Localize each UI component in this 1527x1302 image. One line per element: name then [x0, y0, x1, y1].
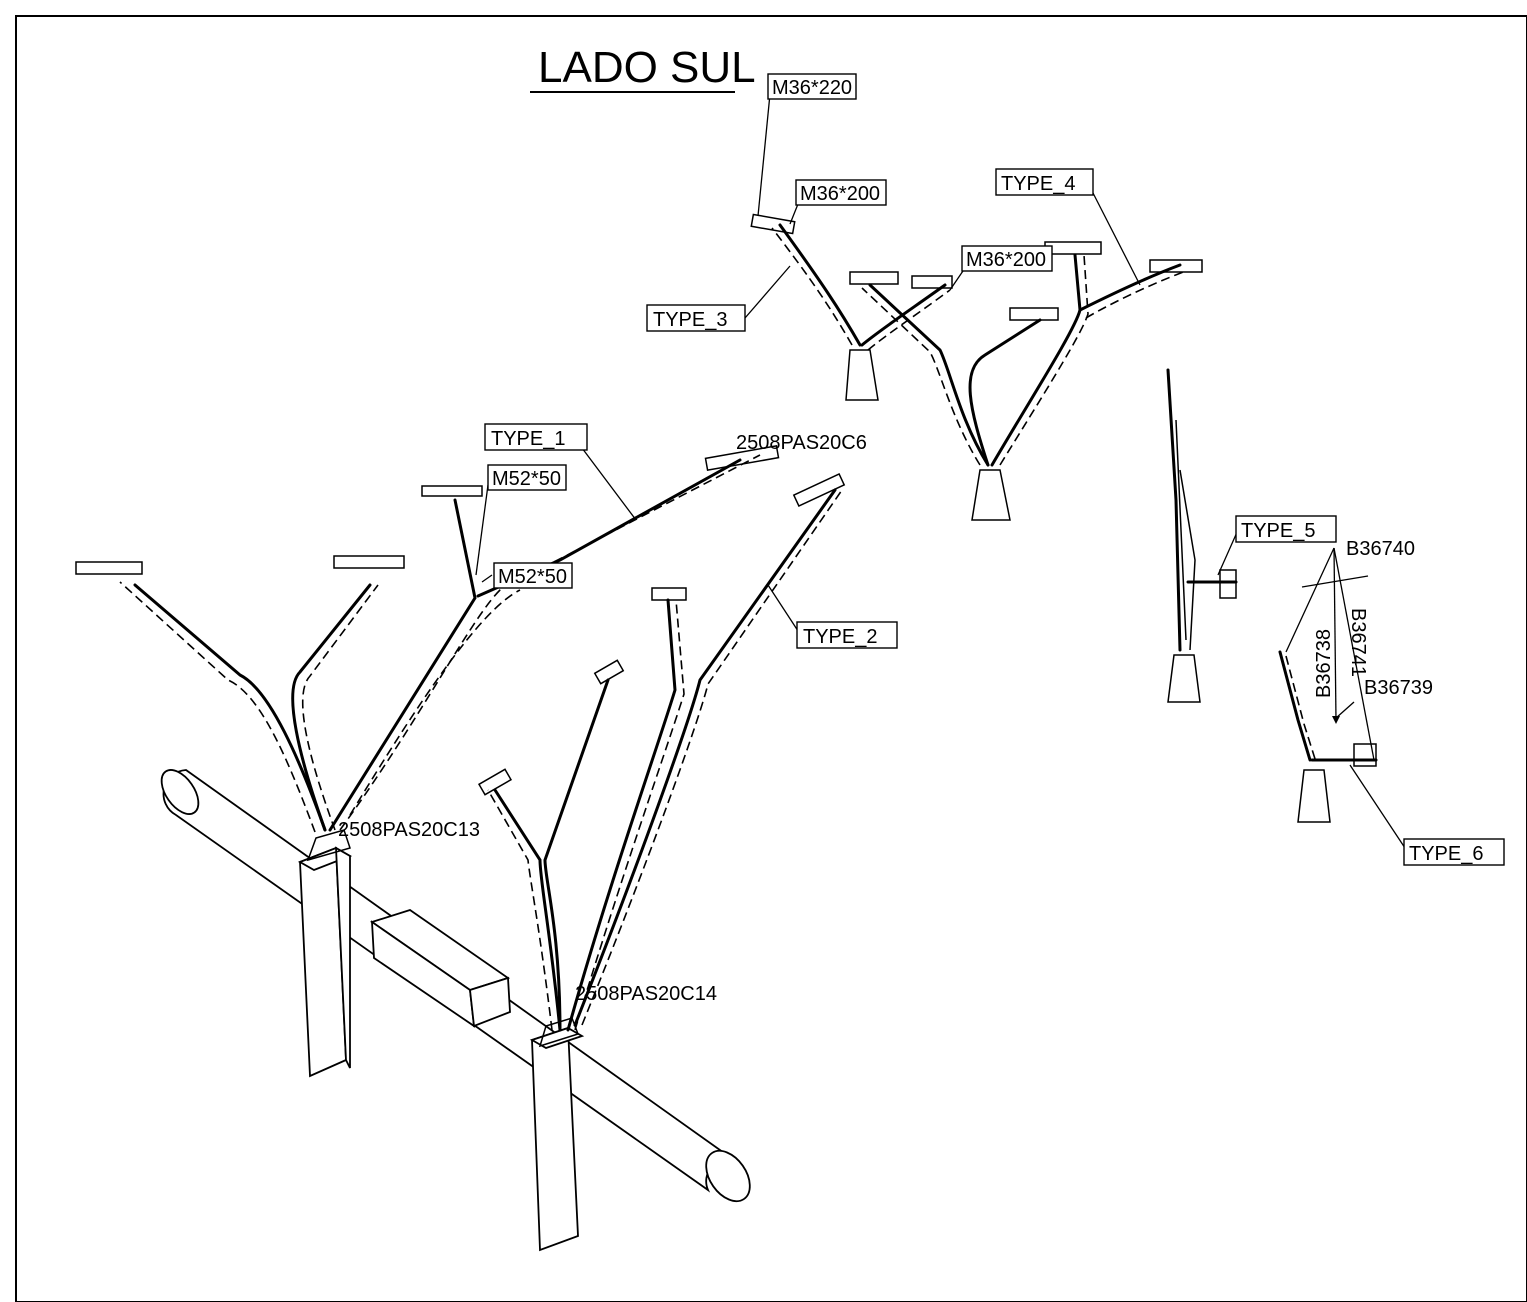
leader-type5 — [1217, 529, 1239, 576]
type2-base — [538, 1017, 579, 1048]
svg-text:TYPE_1: TYPE_1 — [491, 428, 565, 450]
type2-flange-1 — [477, 768, 513, 796]
leader-m36-220 — [757, 93, 771, 217]
leader-type6 — [1349, 764, 1408, 852]
type2-flange-3 — [651, 587, 687, 601]
type1-flange-1 — [75, 561, 143, 575]
label-m52-50-a: M52*50 — [487, 464, 567, 491]
type5-base — [1167, 654, 1201, 703]
type1-right-arm — [291, 583, 372, 832]
label-type6: TYPE_6 — [1403, 838, 1505, 866]
type2-flange-2 — [593, 659, 625, 685]
type1-base — [306, 829, 351, 862]
type4-flange-3 — [1044, 241, 1102, 255]
leader-m36-200-a — [789, 203, 799, 225]
svg-text:M52*50: M52*50 — [492, 468, 561, 490]
leader-b36739 — [1335, 701, 1355, 719]
type3-left-arm — [778, 223, 862, 347]
leader-b36740-a — [1285, 547, 1335, 653]
leader-lines — [475, 93, 1408, 852]
support-type-6 — [1278, 650, 1378, 823]
type3-flange-2 — [911, 275, 953, 289]
tag-b36741: B36741 — [1347, 608, 1369, 677]
pedestal-1-side — [335, 846, 351, 1069]
type2-left-arm — [493, 788, 562, 1032]
type1-flange-2 — [333, 555, 405, 569]
type3-right-arm — [860, 283, 947, 347]
svg-text:M36*200: M36*200 — [800, 183, 880, 205]
pipe-end-right — [705, 1149, 751, 1203]
support-type-3 — [750, 213, 953, 401]
type6-arm — [1278, 650, 1312, 762]
tag-2508pas20c6: 2508PAS20C6 — [736, 432, 867, 454]
type4-mid-arm — [990, 253, 1082, 467]
type4-right-arm — [1078, 263, 1182, 312]
leader-type1 — [581, 447, 637, 521]
type2-flange-4 — [792, 473, 846, 507]
support-type-2 — [477, 473, 846, 1048]
type2-mid-arm — [566, 598, 677, 1032]
label-type2: TYPE_2 — [796, 621, 898, 649]
support-type-5 — [1166, 368, 1238, 703]
leader-b36738 — [1333, 547, 1337, 721]
leader-m52-a — [475, 484, 489, 576]
tag-2508pas20c13: 2508PAS20C13 — [338, 819, 480, 841]
svg-text:M36*220: M36*220 — [772, 77, 852, 99]
label-m36-200-b: M36*200 — [961, 245, 1053, 272]
label-type3: TYPE_3 — [646, 304, 746, 332]
pipe-end-left — [160, 769, 200, 815]
label-type5: TYPE_5 — [1235, 515, 1337, 543]
tag-b36738: B36738 — [1313, 629, 1335, 698]
type4-flange-4 — [1149, 259, 1203, 273]
leader-type2 — [767, 584, 801, 635]
type3-base — [845, 349, 879, 401]
svg-text:M36*200: M36*200 — [966, 249, 1046, 271]
type4-base — [971, 469, 1011, 521]
svg-text:TYPE_6: TYPE_6 — [1409, 843, 1483, 865]
label-m36-220: M36*220 — [767, 73, 857, 100]
pipe-assembly — [160, 769, 751, 1252]
type4-left-arm — [868, 283, 990, 467]
label-m52-50-b: M52*50 — [493, 562, 573, 589]
type4-flange-2 — [1009, 307, 1059, 321]
type5-flange — [1219, 569, 1237, 599]
leader-b36740-cross — [1301, 575, 1369, 588]
svg-text:TYPE_2: TYPE_2 — [803, 626, 877, 648]
type5-column — [1166, 368, 1182, 652]
svg-text:TYPE_3: TYPE_3 — [653, 309, 727, 331]
type6-base — [1297, 769, 1331, 823]
tag-2508pas20c14: 2508PAS20C14 — [575, 983, 717, 1005]
page-title: LADO SUL — [538, 43, 756, 92]
pipe-box-side — [469, 976, 511, 1028]
leader-m52-b — [481, 574, 493, 583]
type2-long-arm — [573, 488, 837, 1027]
svg-text:M52*50: M52*50 — [498, 566, 567, 588]
type1-diagonal — [328, 498, 477, 832]
tag-b36740: B36740 — [1346, 538, 1415, 560]
leader-b36741 — [1333, 547, 1375, 761]
label-m36-200-a: M36*200 — [795, 179, 887, 206]
sheet-border — [15, 15, 1527, 1302]
type4-flange-1 — [849, 271, 899, 285]
tag-b36739: B36739 — [1364, 677, 1433, 699]
support-type-4 — [849, 241, 1203, 521]
arrowhead-b36738 — [1332, 716, 1340, 724]
title-block: LADO SUL — [530, 43, 756, 93]
label-type4: TYPE_4 — [995, 168, 1094, 196]
type1-flange-3 — [421, 485, 483, 497]
type1-flange-4 — [704, 444, 780, 472]
type3-flange-1 — [750, 213, 796, 235]
svg-text:TYPE_5: TYPE_5 — [1241, 520, 1315, 542]
svg-text:TYPE_4: TYPE_4 — [1001, 173, 1075, 195]
label-type1: TYPE_1 — [484, 423, 588, 451]
leader-type4 — [1092, 192, 1141, 286]
type6-flange — [1353, 743, 1377, 767]
